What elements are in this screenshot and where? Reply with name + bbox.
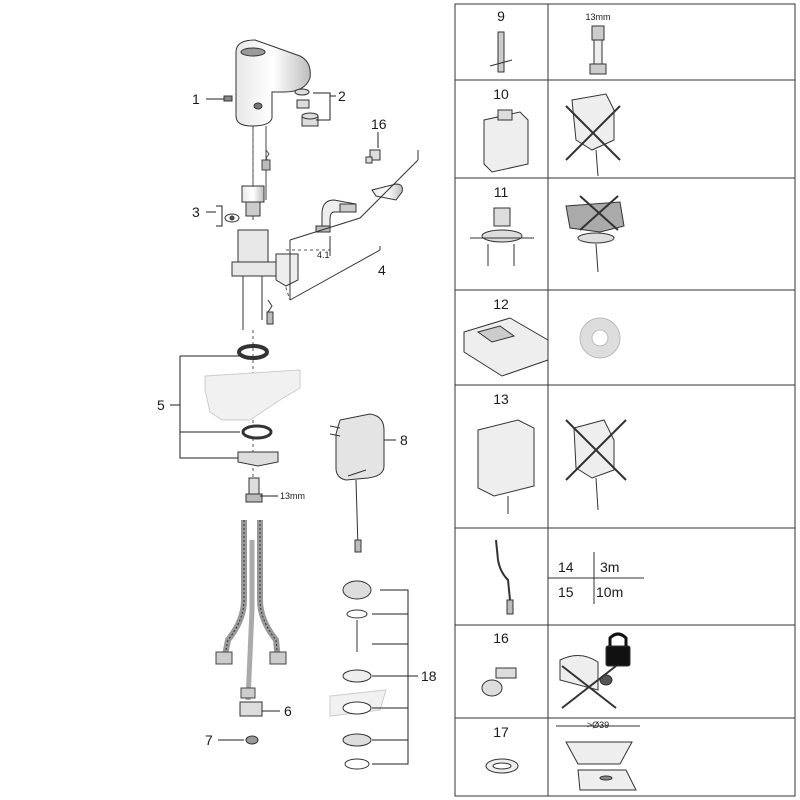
panel-11-number: 11	[493, 184, 509, 200]
panel-13-number: 13	[493, 391, 509, 407]
callout-4-1: 4.1	[317, 250, 330, 260]
panel-9-art	[489, 25, 607, 75]
panel-9-caption: 13mm	[585, 12, 611, 22]
panel-12-number: 12	[493, 296, 509, 312]
panel-14-art	[495, 539, 514, 615]
part-4-bracket	[275, 183, 403, 287]
length-row-2-value: 10m	[596, 584, 624, 600]
wrench-size-label: 13mm	[280, 491, 306, 501]
callout-3: 3	[192, 204, 200, 220]
panel-16-number: 16	[493, 630, 509, 646]
callout-4: 4	[378, 262, 386, 278]
mounting-block	[231, 229, 277, 330]
callout-8: 8	[400, 432, 408, 448]
callout-6: 6	[284, 703, 292, 719]
cable-length-table: 14 3m 15 10m	[548, 552, 644, 604]
part-4-frame	[289, 150, 419, 301]
callout-7: 7	[205, 732, 213, 748]
panel-9-number: 9	[497, 8, 505, 24]
part-1-screw	[223, 95, 233, 102]
panel-13-art	[477, 419, 627, 514]
panel-17-caption: >Ø39	[586, 720, 610, 730]
part-16-clip	[365, 149, 381, 164]
part-7-filter	[245, 735, 259, 745]
panel-11-art	[470, 195, 625, 273]
callout-18: 18	[421, 668, 437, 684]
part-5-washers	[204, 344, 301, 467]
part-8-adapter	[329, 413, 385, 553]
panel-17-number: 17	[493, 724, 509, 740]
faucet-body	[235, 39, 311, 127]
panel-16-art	[481, 632, 631, 709]
length-row-1-number: 14	[558, 559, 574, 575]
supply-hoses	[215, 520, 287, 701]
exploded-lines	[252, 130, 330, 500]
callout-2: 2	[338, 88, 346, 104]
part-3-cartridge	[224, 185, 265, 223]
part-6-fitting	[239, 701, 263, 717]
accessory-grid	[454, 3, 796, 797]
shank-nut	[245, 477, 263, 503]
panel-10-art	[483, 93, 621, 177]
panel-17-art	[485, 725, 640, 791]
part-2-aerator	[294, 88, 319, 127]
callout-1: 1	[192, 91, 200, 107]
callout-5: 5	[157, 397, 165, 413]
panel-10-number: 10	[493, 86, 509, 102]
callout-16: 16	[371, 116, 387, 132]
panel-12-art	[463, 317, 621, 377]
length-row-1-value: 3m	[600, 559, 620, 575]
part-18-drain	[329, 580, 387, 770]
length-row-2-number: 15	[558, 584, 574, 600]
